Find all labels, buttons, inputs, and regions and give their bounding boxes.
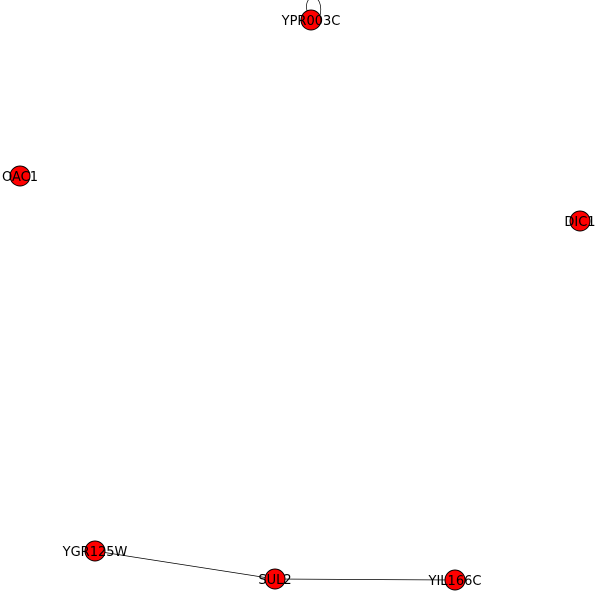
node-YIL166C[interactable]: [444, 569, 466, 591]
node-label-OAC1: OAC1: [2, 170, 38, 185]
nodes-layer: [9, 9, 591, 591]
edges-layer: [94, 0, 456, 581]
edge-SUL2-YIL166C: [274, 578, 456, 581]
node-label-DIC1: DIC1: [564, 215, 595, 230]
node-label-YPR003C: YPR003C: [281, 14, 341, 29]
node-OAC1[interactable]: [9, 165, 31, 187]
node-label-YGR125W: YGR125W: [62, 545, 128, 560]
node-YGR125W[interactable]: [84, 540, 106, 562]
edge-YGR125W-SUL2: [94, 550, 276, 580]
node-DIC1[interactable]: [569, 210, 591, 232]
node-label-SUL2: SUL2: [258, 573, 291, 588]
node-YPR003C[interactable]: [300, 9, 322, 31]
edge-YPR003C-self-loop: [306, 0, 322, 17]
node-label-YIL166C: YIL166C: [428, 574, 482, 589]
node-SUL2[interactable]: [264, 568, 286, 590]
